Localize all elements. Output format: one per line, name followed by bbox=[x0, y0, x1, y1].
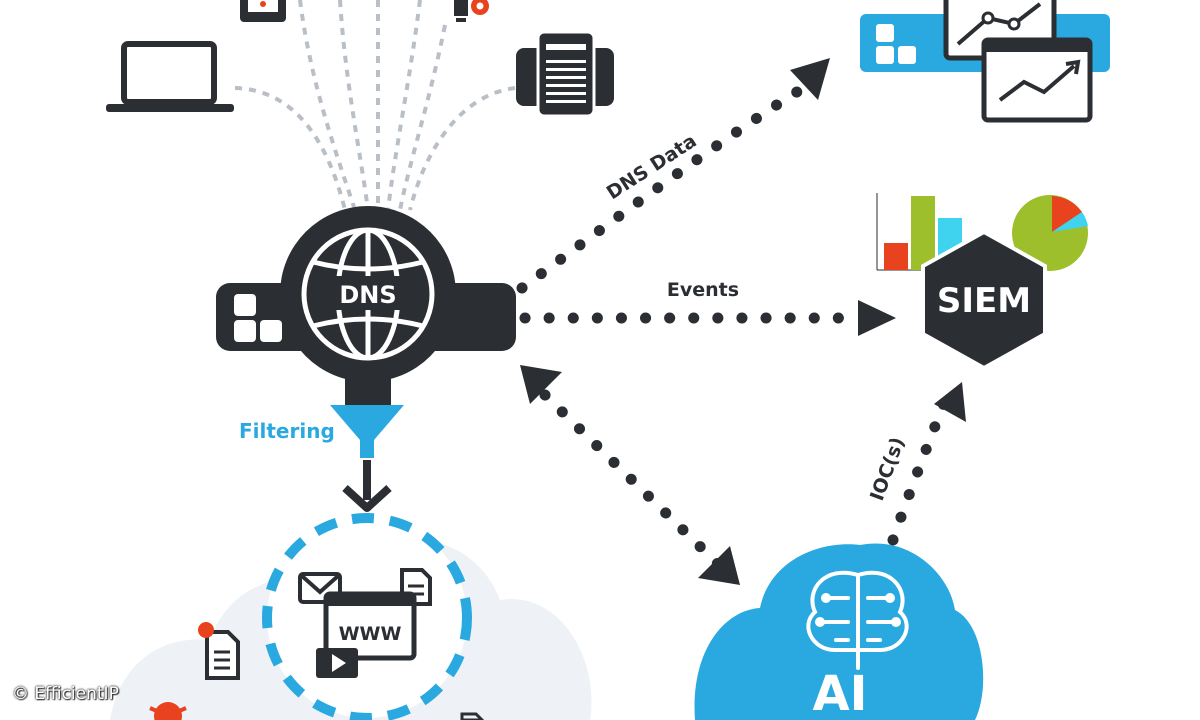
video-icon bbox=[316, 648, 358, 678]
filtering-label: Filtering bbox=[239, 419, 335, 443]
device-line bbox=[338, 0, 370, 211]
device-line bbox=[398, 24, 447, 211]
lightbulb-icon bbox=[454, 0, 489, 22]
brain-icon bbox=[806, 570, 909, 670]
connection-arrows bbox=[516, 84, 951, 574]
events-label: Events bbox=[667, 279, 739, 301]
bug-document-icon bbox=[198, 622, 240, 680]
tablet-icon bbox=[240, 0, 286, 22]
dashboard-icon bbox=[860, 0, 1110, 123]
folder-icon bbox=[460, 712, 485, 720]
bar-red bbox=[884, 243, 908, 270]
device-connection-lines bbox=[234, 0, 516, 211]
laptop-icon bbox=[106, 41, 234, 112]
siem-hexagon bbox=[921, 229, 1047, 371]
ioc-arrowhead bbox=[934, 382, 966, 422]
ai-link-arrow bbox=[539, 389, 728, 574]
down-arrow bbox=[342, 460, 392, 512]
siem-label: SIEM bbox=[937, 281, 1031, 321]
ioc-arrow bbox=[887, 394, 951, 546]
arrow-heads bbox=[520, 58, 966, 585]
dns-data-arrow bbox=[516, 84, 806, 294]
dns-label-bg bbox=[330, 276, 406, 310]
www-label: WWW bbox=[339, 623, 402, 645]
events-arrowhead bbox=[858, 300, 896, 336]
bug-icon bbox=[149, 702, 187, 720]
funnel-icon bbox=[330, 405, 404, 458]
iocs-label: IOC(s) bbox=[866, 434, 909, 503]
dns-data-label: DNS Data bbox=[603, 130, 701, 204]
ai-cloud bbox=[694, 543, 984, 720]
browser-window bbox=[323, 591, 417, 661]
dns-data-arrowhead bbox=[790, 58, 830, 100]
bar-green bbox=[911, 196, 935, 270]
device-line bbox=[408, 86, 516, 211]
ai-link-arrowhead-top bbox=[520, 365, 562, 404]
device-line bbox=[386, 0, 422, 211]
ai-link-arrowhead-bottom bbox=[698, 546, 740, 585]
device-line bbox=[234, 86, 347, 211]
siem-charts bbox=[876, 193, 1088, 271]
ai-label: AI bbox=[812, 666, 867, 720]
copyright-text: © EfficientIP bbox=[12, 684, 119, 704]
device-line bbox=[298, 0, 357, 211]
dns-label: DNS bbox=[339, 281, 396, 309]
server-icon bbox=[516, 30, 614, 118]
